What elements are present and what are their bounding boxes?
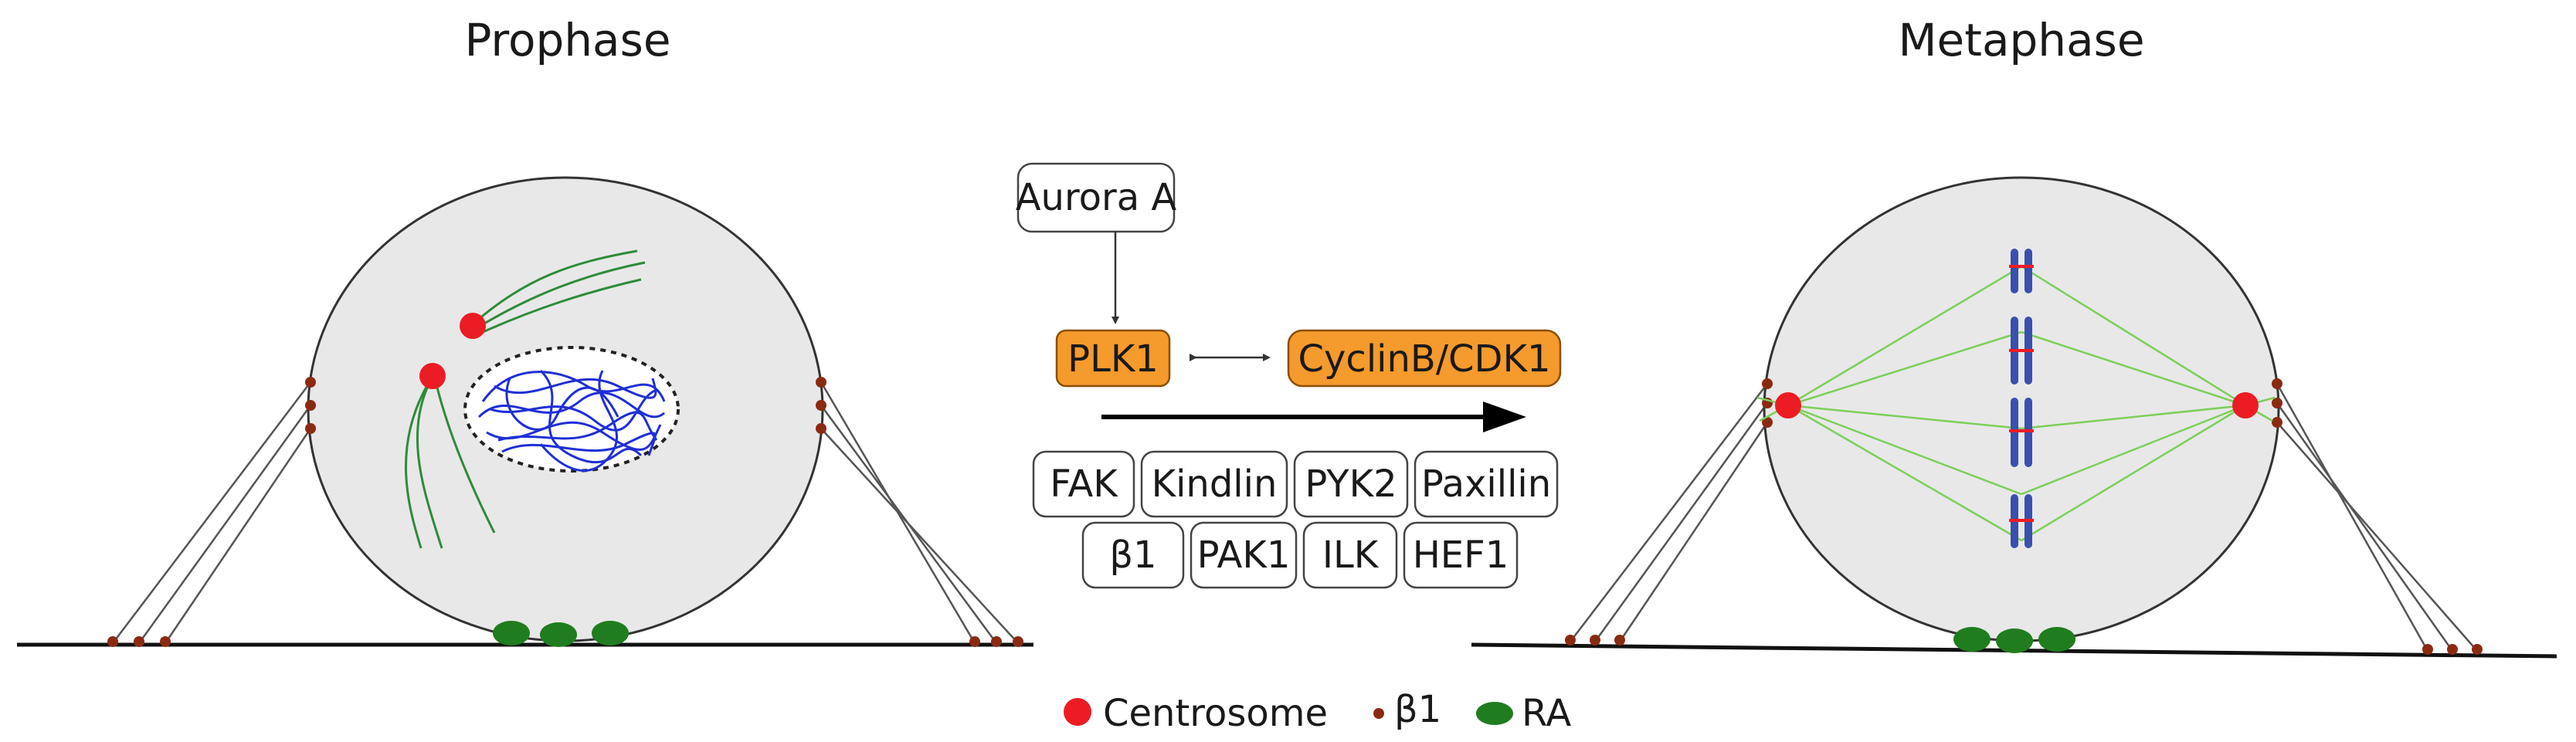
target-label: PAK1 — [1197, 534, 1291, 577]
ra-adhesions-prophase — [493, 621, 629, 647]
centrosome-metaphase-left — [1775, 392, 1801, 418]
microtubules-prophase — [405, 249, 646, 549]
target-label: HEF1 — [1413, 534, 1509, 577]
target-label: β1 — [1109, 534, 1156, 577]
target-box-pyk2 — [1293, 450, 1409, 518]
pathway-panel: Aurora A PLK1 CyclinB/CDK1 FAK Kindlin P… — [1016, 162, 1562, 589]
prophase-title: Prophase — [464, 14, 670, 66]
metaphase-cell-panel — [1471, 176, 2557, 659]
target-box-pak1 — [1190, 521, 1298, 589]
target-label: Paxillin — [1421, 462, 1551, 506]
chromosomes-metaphase-plate — [2009, 249, 2034, 548]
beta1-dots-prophase — [107, 377, 1023, 647]
legend-centrosome-label: Centrosome — [1103, 692, 1328, 735]
legend-beta1-swatch — [1373, 708, 1384, 719]
plk1-label: PLK1 — [1067, 337, 1159, 381]
legend-beta1-label: β1 — [1394, 688, 1441, 731]
spindle-fibers — [1756, 265, 2276, 542]
target-box-paxillin — [1414, 450, 1559, 518]
ra-adhesions-metaphase — [1953, 627, 2075, 653]
prophase-cell-panel — [17, 176, 1033, 647]
target-box-beta1 — [1081, 521, 1185, 589]
target-box-ilk — [1302, 521, 1398, 589]
cyclinb-cdk1-label: CyclinB/CDK1 — [1298, 337, 1551, 381]
centrosome-prophase-lower — [419, 363, 446, 389]
aurora-a-box — [1016, 162, 1176, 233]
cyclinb-cdk1-box — [1287, 329, 1562, 388]
plk1-box — [1055, 329, 1171, 388]
retraction-fibers-left — [112, 381, 1019, 644]
chromatin-prophase — [477, 369, 666, 472]
target-label: PYK2 — [1305, 462, 1397, 506]
targets-row-2: β1 PAK1 ILK HEF1 — [1081, 521, 1519, 589]
target-label: ILK — [1322, 534, 1380, 577]
aurora-a-label: Aurora A — [1016, 176, 1177, 219]
targets-row-1: FAK Kindlin PYK2 Paxillin — [1032, 450, 1559, 518]
legend-centrosome-swatch — [1064, 698, 1091, 726]
metaphase-title: Metaphase — [1898, 14, 2144, 66]
target-box-hef1 — [1403, 521, 1519, 589]
target-label: Kindlin — [1152, 462, 1278, 506]
target-box-kindlin — [1140, 450, 1288, 518]
target-label: FAK — [1050, 462, 1118, 506]
legend-ra-label: RA — [1522, 692, 1571, 735]
legend: Centrosome β1 RA — [1064, 688, 1571, 735]
legend-ra-swatch — [1476, 702, 1513, 725]
centrosome-metaphase-right — [2232, 392, 2259, 418]
target-box-fak — [1032, 450, 1135, 518]
retraction-fibers-right — [1570, 383, 2478, 652]
nucleus-prophase — [463, 346, 680, 473]
centrosome-prophase-upper — [460, 313, 486, 339]
